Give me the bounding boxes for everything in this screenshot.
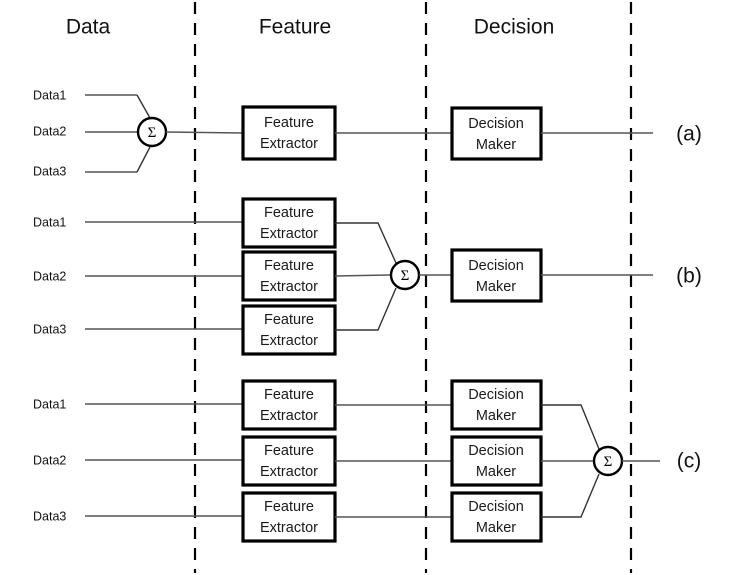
header-feature: Feature	[259, 16, 331, 39]
row-c-feature-extractor-3[interactable]: Feature Extractor	[241, 491, 337, 543]
row-c-feature-extractor-2[interactable]: Feature Extractor	[241, 435, 337, 487]
row-a-wire-data3-merge	[136, 146, 151, 173]
row-b-label-data1: Data1	[33, 215, 66, 229]
row-a-decision-maker[interactable]: Decision Maker	[450, 106, 543, 161]
row-b-feature-extractor-3[interactable]: Feature Extractor	[241, 304, 337, 356]
row-c-feature-extractor-3-label-1: Feature	[264, 499, 314, 515]
row-c-feature-extractor-1[interactable]: Feature Extractor	[241, 379, 337, 431]
header-data: Data	[66, 16, 111, 39]
row-c-sum-node: Σ	[592, 445, 624, 477]
row-b-feature-extractor-3-label-2: Extractor	[260, 333, 318, 349]
row-a-label-data3: Data3	[33, 164, 66, 178]
row-b-feature-level-fusion: Data1 Data2 Data3 Feature Extractor Feat…	[33, 197, 702, 356]
row-c-tag: (c)	[677, 450, 702, 473]
row-a-label-data1: Data1	[33, 88, 66, 102]
column-dividers	[193, 2, 633, 573]
row-c-decision-maker-1-label-1: Decision	[468, 387, 524, 403]
row-c-label-data3: Data3	[33, 509, 66, 523]
row-b-sum-symbol: Σ	[401, 268, 410, 284]
row-c-feature-extractor-1-label-2: Extractor	[260, 408, 318, 424]
row-a-wire-data1-merge	[136, 94, 151, 119]
row-b-wire-fe1-to-sum	[335, 222, 397, 264]
row-c-feature-extractor-3-label-2: Extractor	[260, 520, 318, 536]
row-a-data-level-fusion: Data1 Data2 Data3 Σ Feature Extractor	[33, 88, 702, 178]
row-a-tag: (a)	[676, 123, 702, 146]
row-a-feature-extractor-box[interactable]	[241, 105, 337, 161]
row-c-decision-maker-1[interactable]: Decision Maker	[450, 379, 543, 431]
row-c-feature-extractor-1-label-1: Feature	[264, 387, 314, 403]
row-c-decision-maker-2-box[interactable]	[450, 435, 543, 487]
row-c-decision-maker-3-box[interactable]	[450, 491, 543, 543]
row-a-sum-symbol: Σ	[148, 125, 157, 141]
row-b-feature-extractor-1-label-2: Extractor	[260, 226, 318, 242]
row-b-feature-extractor-3-label-1: Feature	[264, 312, 314, 328]
row-c-sum-symbol: Σ	[604, 454, 613, 470]
row-c-label-data1: Data1	[33, 397, 66, 411]
row-b-decision-maker[interactable]: Decision Maker	[450, 248, 543, 303]
row-b-label-data3: Data3	[33, 322, 66, 336]
row-b-feature-extractor-1-label-1: Feature	[264, 205, 314, 221]
row-a-sum-node: Σ	[136, 116, 168, 148]
row-c-feature-extractor-2-label-2: Extractor	[260, 464, 318, 480]
row-a-decision-maker-label-1: Decision	[468, 116, 524, 132]
row-c-decision-maker-2-label-2: Maker	[476, 464, 516, 480]
row-b-tag: (b)	[676, 265, 702, 288]
row-a-feature-extractor-label-2: Extractor	[260, 136, 318, 152]
header-decision: Decision	[474, 16, 555, 39]
row-c-label-data2: Data2	[33, 453, 66, 467]
row-a-feature-extractor[interactable]: Feature Extractor	[241, 105, 337, 161]
row-c-feature-extractor-2-box[interactable]	[241, 435, 337, 487]
row-c-decision-maker-3[interactable]: Decision Maker	[450, 491, 543, 543]
row-b-decision-maker-label-2: Maker	[476, 279, 516, 295]
row-c-wire-dm1-to-sum	[541, 404, 600, 450]
column-headers: Data Feature Decision	[66, 16, 554, 39]
row-c-decision-maker-3-label-1: Decision	[468, 499, 524, 515]
row-b-feature-extractor-2-label-1: Feature	[264, 258, 314, 274]
row-b-feature-extractor-2[interactable]: Feature Extractor	[241, 250, 337, 302]
row-c-decision-maker-2[interactable]: Decision Maker	[450, 435, 543, 487]
row-a-decision-maker-label-2: Maker	[476, 137, 516, 153]
row-a-feature-extractor-label-1: Feature	[264, 115, 314, 131]
row-c-decision-maker-1-label-2: Maker	[476, 408, 516, 424]
row-c-decision-maker-3-label-2: Maker	[476, 520, 516, 536]
row-c-feature-extractor-2-label-1: Feature	[264, 443, 314, 459]
row-c-decision-level-fusion: Data1 Data2 Data3 Feature Extractor Feat…	[33, 379, 702, 543]
row-c-wire-dm3-to-sum	[541, 473, 600, 518]
row-a-decision-maker-box[interactable]	[450, 106, 543, 161]
row-b-feature-extractor-1[interactable]: Feature Extractor	[241, 197, 337, 249]
row-b-feature-extractor-3-box[interactable]	[241, 304, 337, 356]
row-b-sum-node: Σ	[389, 259, 421, 291]
row-b-label-data2: Data2	[33, 269, 66, 283]
row-b-feature-extractor-2-box[interactable]	[241, 250, 337, 302]
row-a-wire-sum-to-feature	[165, 131, 244, 134]
row-b-decision-maker-label-1: Decision	[468, 258, 524, 274]
row-a-label-data2: Data2	[33, 124, 66, 138]
row-b-feature-extractor-2-label-2: Extractor	[260, 279, 318, 295]
row-c-decision-maker-2-label-1: Decision	[468, 443, 524, 459]
row-b-wire-fe3-to-sum	[335, 287, 397, 331]
row-b-wire-fe2-to-sum	[334, 274, 392, 277]
